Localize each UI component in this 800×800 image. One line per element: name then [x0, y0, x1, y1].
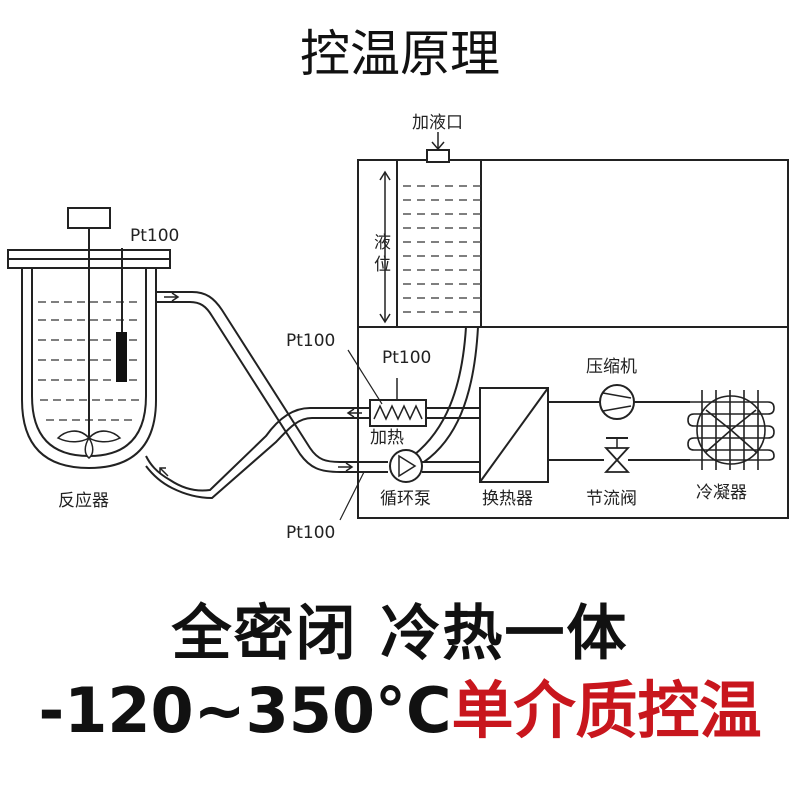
fill-port: [426, 132, 450, 163]
throttle-valve-label: 节流阀: [586, 489, 637, 509]
throttle-valve: [603, 437, 631, 473]
refrigerant-lines: [548, 401, 690, 461]
circulation-pump-label: 循环泵: [380, 489, 431, 509]
return-pt100-label: Pt100: [286, 523, 335, 543]
liquid-level-label-1: 液: [374, 233, 391, 253]
expansion-tank: [396, 159, 482, 328]
outlet-flow-arrow: [164, 292, 180, 302]
reactor-pt100-probe: [116, 248, 127, 382]
heat-exchanger-label: 换热器: [482, 489, 533, 509]
fill-port-label: 加液口: [412, 113, 463, 133]
return-pt100-pointer: [339, 471, 365, 521]
heat-exchanger: [479, 387, 549, 483]
liquid-level-indicator: [379, 170, 391, 324]
temperature-control-diagram: 加液口 液 位: [7, 113, 789, 543]
compressor-label: 压缩机: [586, 357, 637, 377]
pump-flow-arrow: [338, 462, 354, 472]
return-pipe: [145, 407, 370, 500]
outlet-pipe: [156, 291, 388, 473]
reactor-pt100-label: Pt100: [130, 226, 179, 246]
liquid-level-label-2: 位: [374, 255, 391, 275]
condenser-label: 冷凝器: [696, 483, 747, 503]
stirrer: [56, 207, 122, 459]
temperature-range: -120~350°C: [38, 674, 452, 747]
circulation-pump: [389, 449, 423, 483]
pump-to-exchanger-pipe: [422, 461, 480, 473]
machine-housing: [357, 159, 789, 519]
return-flow-arrow: [159, 467, 169, 477]
tank-to-pump-pipe: [413, 326, 479, 463]
page-title: 控温原理: [300, 25, 500, 83]
heater-pt100-pointer: [347, 349, 383, 405]
tagline: 全密闭 冷热一体: [171, 599, 629, 669]
heater-label: 加热: [370, 428, 404, 448]
compressor: [599, 384, 635, 420]
single-medium-control: 单介质控温: [451, 674, 762, 747]
heater-to-exchanger-pipe: [426, 407, 480, 419]
heater-flow-arrow: [346, 408, 362, 418]
spec-line: -120~350°C单介质控温: [0, 660, 800, 750]
condenser: [687, 390, 775, 470]
heater-outlet-pt100-label: Pt100: [286, 331, 335, 351]
heater: [369, 378, 427, 427]
heater-pt100-label: Pt100: [382, 348, 431, 368]
reactor-label: 反应器: [58, 491, 109, 511]
